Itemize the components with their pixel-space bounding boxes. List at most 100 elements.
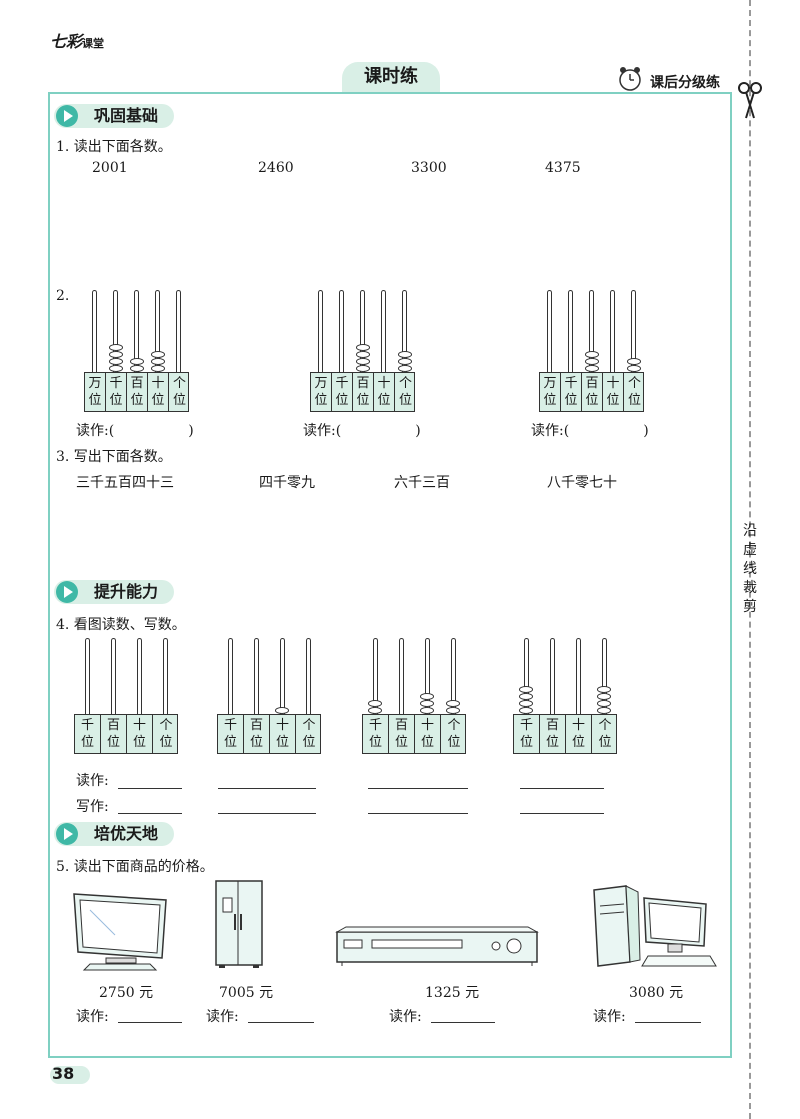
q4-read-blank-2[interactable] bbox=[218, 788, 316, 789]
q3-item-2: 四千零九 bbox=[259, 475, 315, 491]
price-1: 2750 元 bbox=[99, 985, 154, 1001]
abacus-rod bbox=[381, 290, 386, 372]
abacus-rod bbox=[402, 290, 407, 372]
q1-number-4: 4375 bbox=[545, 160, 581, 176]
place-value-labels: 千位百位十位个位 bbox=[74, 714, 178, 754]
place-label: 个位 bbox=[172, 376, 186, 408]
abacus-bead bbox=[519, 693, 533, 700]
place-label: 个位 bbox=[598, 718, 612, 750]
q4-write-label: 写作: bbox=[76, 799, 109, 815]
abacus-rod bbox=[568, 290, 573, 372]
abacus-bead bbox=[108, 344, 123, 351]
place-label: 十位 bbox=[566, 715, 592, 753]
q2-read-1: 读作:() bbox=[76, 423, 194, 439]
abacus-rod bbox=[92, 290, 97, 372]
place-value-labels: 千位百位十位个位 bbox=[362, 714, 466, 754]
place-label: 十位 bbox=[374, 373, 395, 411]
q4-write-blank-3[interactable] bbox=[368, 813, 468, 814]
page-title: 课时练 bbox=[342, 62, 440, 92]
price-2: 7005 元 bbox=[219, 985, 274, 1001]
abacus-bead bbox=[368, 700, 382, 707]
content-frame bbox=[48, 92, 732, 1058]
abacus-rod bbox=[305, 638, 311, 714]
abacus-rod bbox=[279, 638, 285, 714]
abacus-rod bbox=[424, 638, 430, 714]
abacus-rod bbox=[450, 638, 456, 714]
place-label: 万位 bbox=[311, 373, 332, 411]
place-value-labels: 千位百位十位个位 bbox=[217, 714, 321, 754]
abacus-bead bbox=[446, 707, 460, 714]
abacus-bead bbox=[519, 700, 533, 707]
q4-write-blank-1[interactable] bbox=[118, 813, 182, 814]
q5-read-blank-3[interactable] bbox=[431, 1022, 495, 1023]
abacus-bead bbox=[108, 358, 123, 365]
abacus-bead bbox=[355, 358, 370, 365]
abacus-bead bbox=[420, 707, 434, 714]
abacus-rod bbox=[162, 638, 168, 714]
abacus-bead bbox=[626, 358, 641, 365]
price-4: 3080 元 bbox=[629, 985, 684, 1001]
q5-read-blank-4[interactable] bbox=[635, 1022, 701, 1023]
play-icon bbox=[56, 105, 78, 127]
q4-prompt: 4. 看图读数、写数。 bbox=[56, 617, 186, 633]
abacus-bead bbox=[355, 344, 370, 351]
q4-write-blank-2[interactable] bbox=[218, 813, 316, 814]
abacus-bead bbox=[397, 351, 412, 358]
place-label: 个位 bbox=[447, 718, 461, 750]
q1-prompt: 1. 读出下面各数。 bbox=[56, 139, 172, 155]
q2-label: 2. bbox=[56, 288, 70, 304]
abacus-bead bbox=[397, 365, 412, 372]
abacus-bead bbox=[519, 707, 533, 714]
place-label: 个位 bbox=[159, 718, 173, 750]
abacus-bead bbox=[420, 700, 434, 707]
q3-item-3: 六千三百 bbox=[394, 475, 450, 491]
abacus-rod bbox=[523, 638, 529, 714]
page-subtitle: 课后分级练 bbox=[650, 75, 720, 91]
abacus-rod bbox=[113, 290, 118, 372]
q5-read-blank-1[interactable] bbox=[118, 1022, 182, 1023]
play-icon bbox=[56, 581, 78, 603]
abacus-rod bbox=[547, 290, 552, 372]
q4-write-blank-4[interactable] bbox=[520, 813, 604, 814]
place-label: 百位 bbox=[540, 715, 566, 753]
abacus-bead bbox=[584, 358, 599, 365]
cut-line bbox=[749, 0, 751, 1119]
place-label: 个位 bbox=[398, 376, 412, 408]
clock-icon bbox=[619, 67, 641, 91]
place-label: 十位 bbox=[148, 373, 169, 411]
q5-read-2: 读作: bbox=[206, 1009, 239, 1025]
q5-read-4: 读作: bbox=[593, 1009, 626, 1025]
place-label: 千位 bbox=[363, 715, 389, 753]
abacus-bead bbox=[108, 351, 123, 358]
abacus-rod bbox=[136, 638, 142, 714]
abacus-rod bbox=[360, 290, 365, 372]
abacus-rod bbox=[134, 290, 139, 372]
q4-read-blank-1[interactable] bbox=[118, 788, 182, 789]
q1-number-2: 2460 bbox=[258, 160, 294, 176]
place-label: 十位 bbox=[603, 373, 624, 411]
abacus-bead bbox=[397, 358, 412, 365]
place-label: 千位 bbox=[514, 715, 540, 753]
place-label: 十位 bbox=[415, 715, 441, 753]
abacus-rod bbox=[398, 638, 404, 714]
tv-image bbox=[73, 893, 167, 971]
place-label: 千位 bbox=[106, 373, 127, 411]
abacus-bead bbox=[420, 693, 434, 700]
abacus-rod bbox=[339, 290, 344, 372]
q4-read-blank-3[interactable] bbox=[368, 788, 468, 789]
q4-read-blank-4[interactable] bbox=[520, 788, 604, 789]
q5-read-blank-2[interactable] bbox=[248, 1022, 314, 1023]
dvd-player-image bbox=[335, 926, 539, 966]
cut-instruction: 沿 虚 线 裁 剪 bbox=[743, 523, 757, 615]
abacus-rod bbox=[601, 638, 607, 714]
section-header-advanced: 培优天地 bbox=[54, 822, 174, 846]
place-label: 百位 bbox=[244, 715, 270, 753]
place-value-labels: 千位百位十位个位 bbox=[513, 714, 617, 754]
place-label: 千位 bbox=[332, 373, 353, 411]
fridge-image bbox=[215, 880, 263, 968]
q5-read-1: 读作: bbox=[76, 1009, 109, 1025]
abacus-bead bbox=[584, 365, 599, 372]
brand-logo: 七彩课堂 bbox=[50, 32, 105, 51]
q5-prompt: 5. 读出下面商品的价格。 bbox=[56, 859, 214, 875]
abacus-bead bbox=[597, 686, 611, 693]
